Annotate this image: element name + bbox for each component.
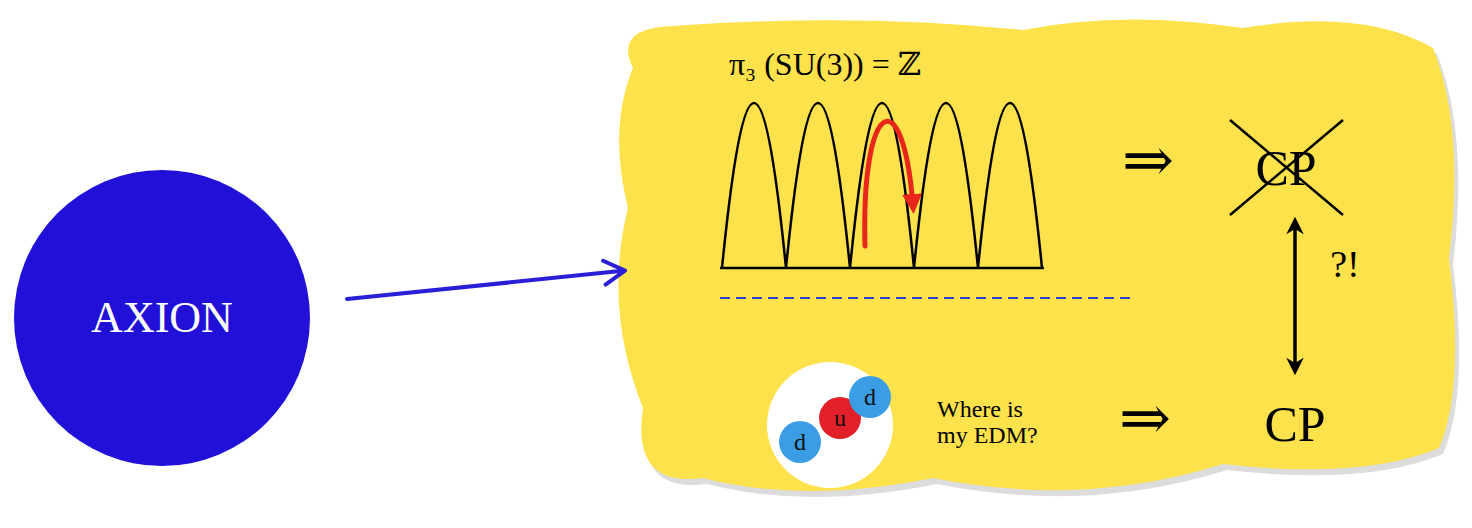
implies-arrow: ⇒ xyxy=(1122,126,1174,194)
down-quark: d xyxy=(849,376,891,418)
quark-label: d xyxy=(864,384,876,410)
cp-conserved: CP xyxy=(1264,397,1325,452)
flow-arrow xyxy=(347,261,625,299)
implies-arrow: ⇒ xyxy=(1119,384,1171,452)
homotopy-formula: π₃ (SU(3)) = ℤ xyxy=(729,47,921,82)
nucleon-disc xyxy=(767,362,893,488)
surprise-mark: ?! xyxy=(1330,244,1360,286)
tension-arrow xyxy=(1293,222,1297,370)
quark-label: u xyxy=(834,405,846,431)
edm-question: Where is my EDM? xyxy=(937,396,1049,449)
down-quark: d xyxy=(779,421,821,463)
axion-label: AXION xyxy=(91,294,233,342)
cloud-fill xyxy=(618,19,1455,491)
quark-label: d xyxy=(794,429,806,455)
cp-violated: CP xyxy=(1255,141,1316,196)
axion-circle: AXION xyxy=(14,170,310,466)
consequence-cloud: π₃ (SU(3)) = ℤ⇒CP?!Where is my EDM?⇒CPdu… xyxy=(603,8,1463,513)
